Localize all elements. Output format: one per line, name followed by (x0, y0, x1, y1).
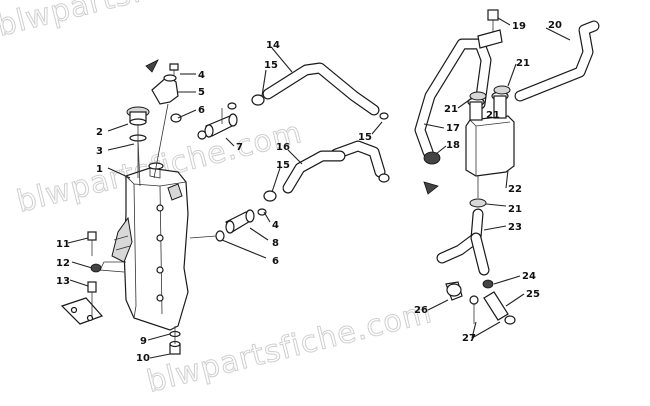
callout-22: 22 (508, 184, 522, 195)
callout-25: 25 (526, 289, 540, 300)
hose-17 (414, 38, 492, 158)
callout-6-upper: 6 (198, 105, 205, 116)
hose-23 (436, 208, 490, 276)
callout-21-left: 21 (444, 104, 458, 115)
callout-21-top-right: 21 (516, 58, 530, 69)
callout-5: 5 (198, 87, 205, 98)
callout-1: 1 (96, 164, 103, 175)
callout-14: 14 (266, 40, 280, 51)
callout-10: 10 (136, 353, 150, 364)
callout-7: 7 (236, 142, 243, 153)
callout-2: 2 (96, 127, 103, 138)
callout-24: 24 (522, 271, 536, 282)
hose-14 (251, 62, 380, 116)
direction-arrow-icon (145, 59, 159, 73)
callout-6-lower: 6 (272, 256, 279, 267)
fitting-upper (170, 102, 238, 140)
callout-4-upper: 4 (198, 70, 205, 81)
callout-11: 11 (56, 239, 70, 250)
callout-16: 16 (276, 142, 290, 153)
callout-18: 18 (446, 140, 460, 151)
callout-20: 20 (548, 20, 562, 31)
callout-9: 9 (140, 336, 147, 347)
lower-fittings (445, 279, 516, 325)
bracket-upper (151, 63, 179, 179)
callout-17: 17 (446, 123, 460, 134)
callout-15-right: 15 (358, 132, 372, 143)
direction-arrow-icon-2 (423, 181, 439, 195)
fitting-lower (189, 208, 267, 242)
hose-15 (330, 112, 390, 183)
separator-22 (465, 91, 515, 198)
callout-27: 27 (462, 333, 476, 344)
clamps-21 (469, 85, 511, 208)
callout-12: 12 (56, 258, 70, 269)
filler-cap (126, 106, 150, 178)
callout-26: 26 (414, 305, 428, 316)
callout-15-mid: 15 (276, 160, 290, 171)
callout-19: 19 (512, 21, 526, 32)
hose-16 (263, 150, 346, 202)
callout-21-lower: 21 (508, 204, 522, 215)
mount-hardware (60, 231, 104, 325)
callout-23: 23 (508, 222, 522, 233)
callout-13: 13 (56, 276, 70, 287)
callout-15-top: 15 (264, 60, 278, 71)
drain-plug (169, 326, 181, 355)
clamp-18 (423, 151, 441, 165)
callout-21-mid: 21 (486, 110, 500, 121)
callout-3: 3 (96, 146, 103, 157)
callout-8: 8 (272, 238, 279, 249)
breather-19 (477, 9, 503, 49)
callout-4-lower: 4 (272, 220, 279, 231)
hose-20 (514, 20, 600, 102)
